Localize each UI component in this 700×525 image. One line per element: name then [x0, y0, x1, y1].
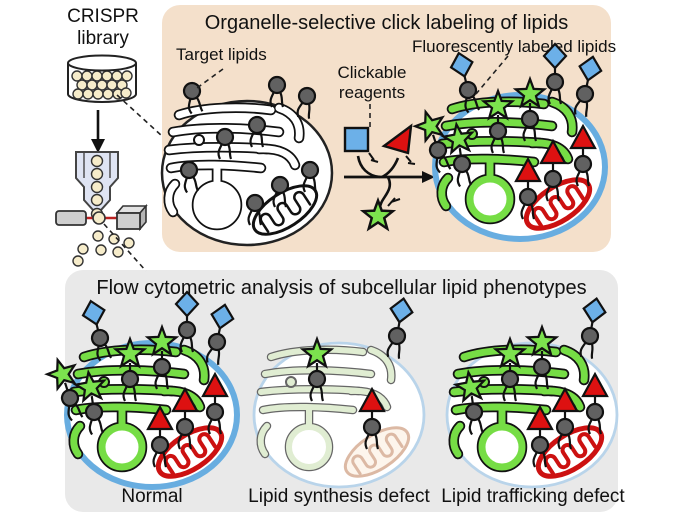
fluorescent-lipids-label: Fluorescently labeled lipids	[412, 37, 617, 56]
synthesis-defect-cell-illustration	[252, 296, 426, 489]
crispr-library-label: CRISPR library	[67, 6, 139, 49]
laser-detector-icon	[55, 203, 148, 232]
synthesis-defect-label: Lipid synthesis defect	[248, 486, 430, 507]
normal-cell-illustration	[44, 290, 240, 490]
clickable-reagents-label: Clickable reagents	[337, 63, 407, 102]
labeled-cell-illustration	[412, 42, 608, 242]
bottom-panel-title: Flow cytometric analysis of subcellular …	[96, 277, 587, 299]
sorted-droplets-icon	[72, 230, 135, 267]
clickable-square-reagent	[343, 126, 370, 153]
target-cell-illustration	[160, 75, 334, 247]
trafficking-defect-label: Lipid trafficking defect	[441, 486, 625, 507]
top-panel-title: Organelle-selective click labeling of li…	[204, 12, 569, 34]
normal-label: Normal	[121, 486, 183, 507]
clickable-triangle-reagent	[381, 123, 413, 155]
down-arrow-icon	[91, 110, 105, 153]
target-lipids-label: Target lipids	[176, 45, 267, 64]
crispr-library-dish-icon	[67, 54, 137, 103]
clickable-star-reagent	[359, 196, 397, 232]
trafficking-defect-cell-illustration	[445, 296, 619, 489]
click-reaction-scheme	[343, 123, 435, 232]
